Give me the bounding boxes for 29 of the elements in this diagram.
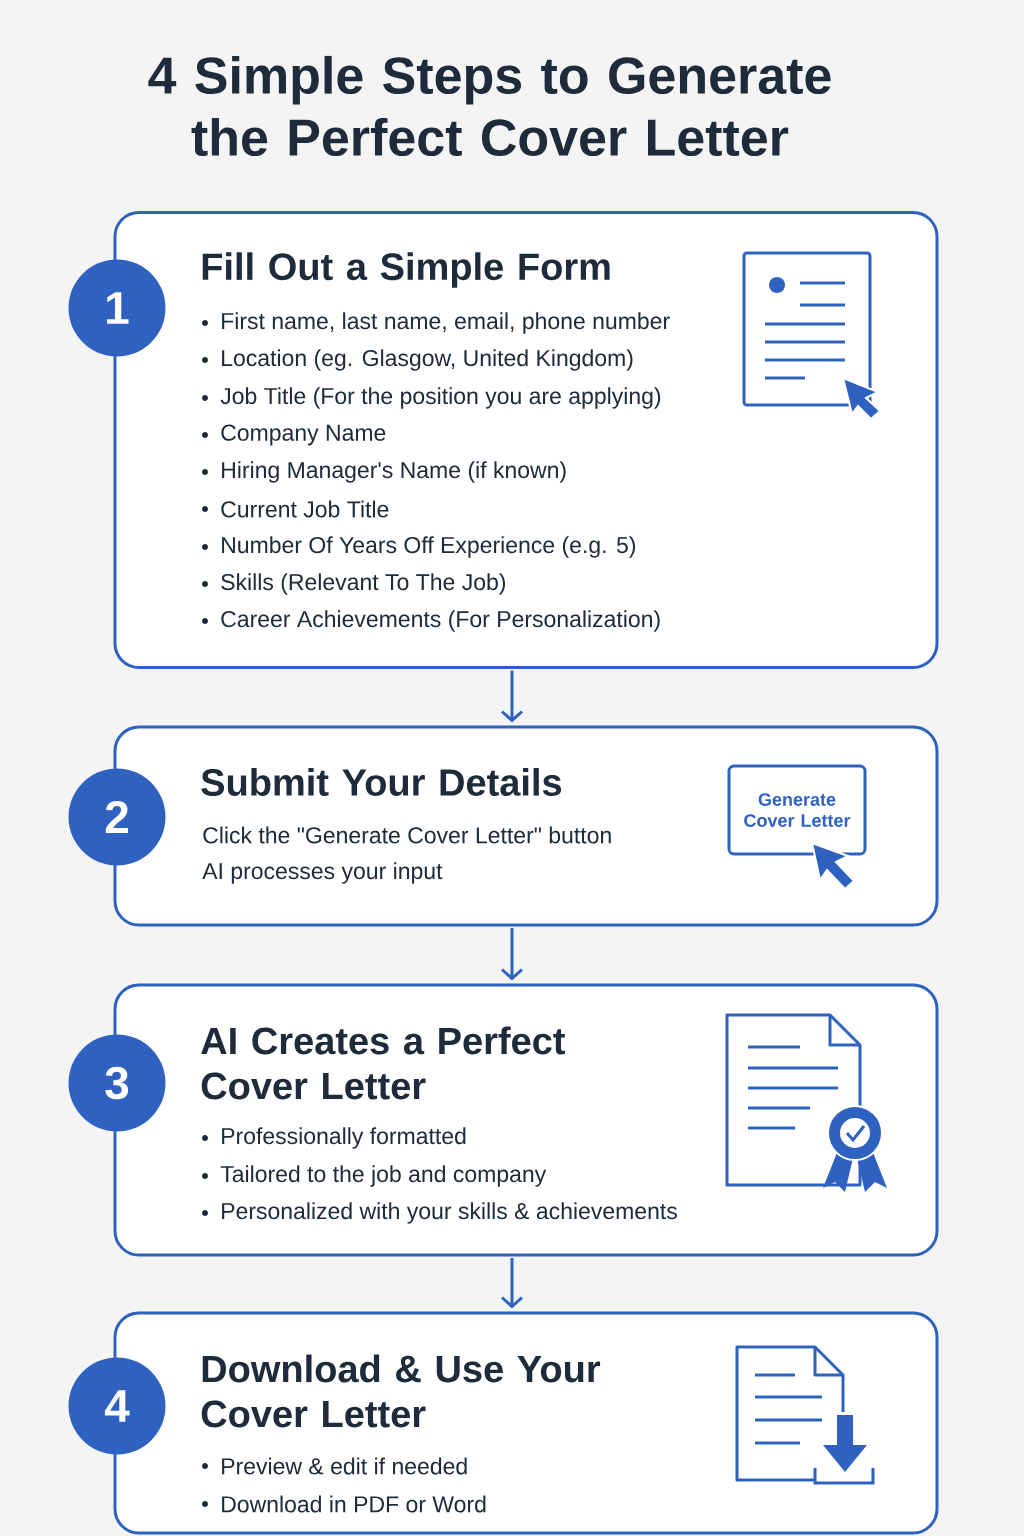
- body-text: Download in PDF or Word: [222, 1495, 486, 1513]
- step-heading: Fill Out a Simple Form: [202, 252, 610, 288]
- body-text: Current Job Title: [221, 500, 389, 518]
- body-text: Skills (Relevant To The Job): [221, 573, 506, 595]
- body-text: Preview & edit if needed: [222, 1457, 467, 1475]
- generate-button: Generate Cover Letter: [727, 764, 867, 856]
- body-text: Tailored to the job and company: [220, 1165, 547, 1187]
- arrow: [501, 1258, 523, 1309]
- body-text: Location (eg. Glasgow, United Kingdom): [222, 349, 633, 371]
- step-heading: Download & Use Your Cover Letter: [201, 1354, 601, 1428]
- step-number: 2: [68, 768, 166, 866]
- step-number: 1: [68, 259, 166, 357]
- body-text: Career Achievements (For Personalization): [221, 610, 660, 632]
- body-text: Job Title (For the position you are applying): [220, 387, 661, 409]
- body-text: Professionally formatted: [222, 1127, 466, 1149]
- body-text: Company Name: [221, 424, 386, 446]
- step-number: 4: [68, 1357, 166, 1455]
- body-text: Click the "Generate Cover Letter" button: [203, 826, 611, 844]
- body-text: Personalized with your skills & achievements: [222, 1202, 677, 1224]
- body-text: First name, last name, email, phone number: [222, 312, 670, 334]
- step-heading: Submit Your Details: [201, 768, 562, 796]
- arrow: [501, 670, 523, 723]
- body-text: AI processes your input: [202, 862, 443, 884]
- body-text: Number Of Years Off Experience (e.g. 5): [222, 536, 636, 558]
- title: 4 Simple Steps to Generate the Perfect Cover Letter: [148, 55, 831, 157]
- body-text: Hiring Manager's Name (if known): [222, 461, 566, 483]
- step-heading: AI Creates a Perfect Cover Letter: [201, 1026, 565, 1100]
- arrow: [501, 928, 523, 981]
- step-number: 3: [68, 1034, 166, 1132]
